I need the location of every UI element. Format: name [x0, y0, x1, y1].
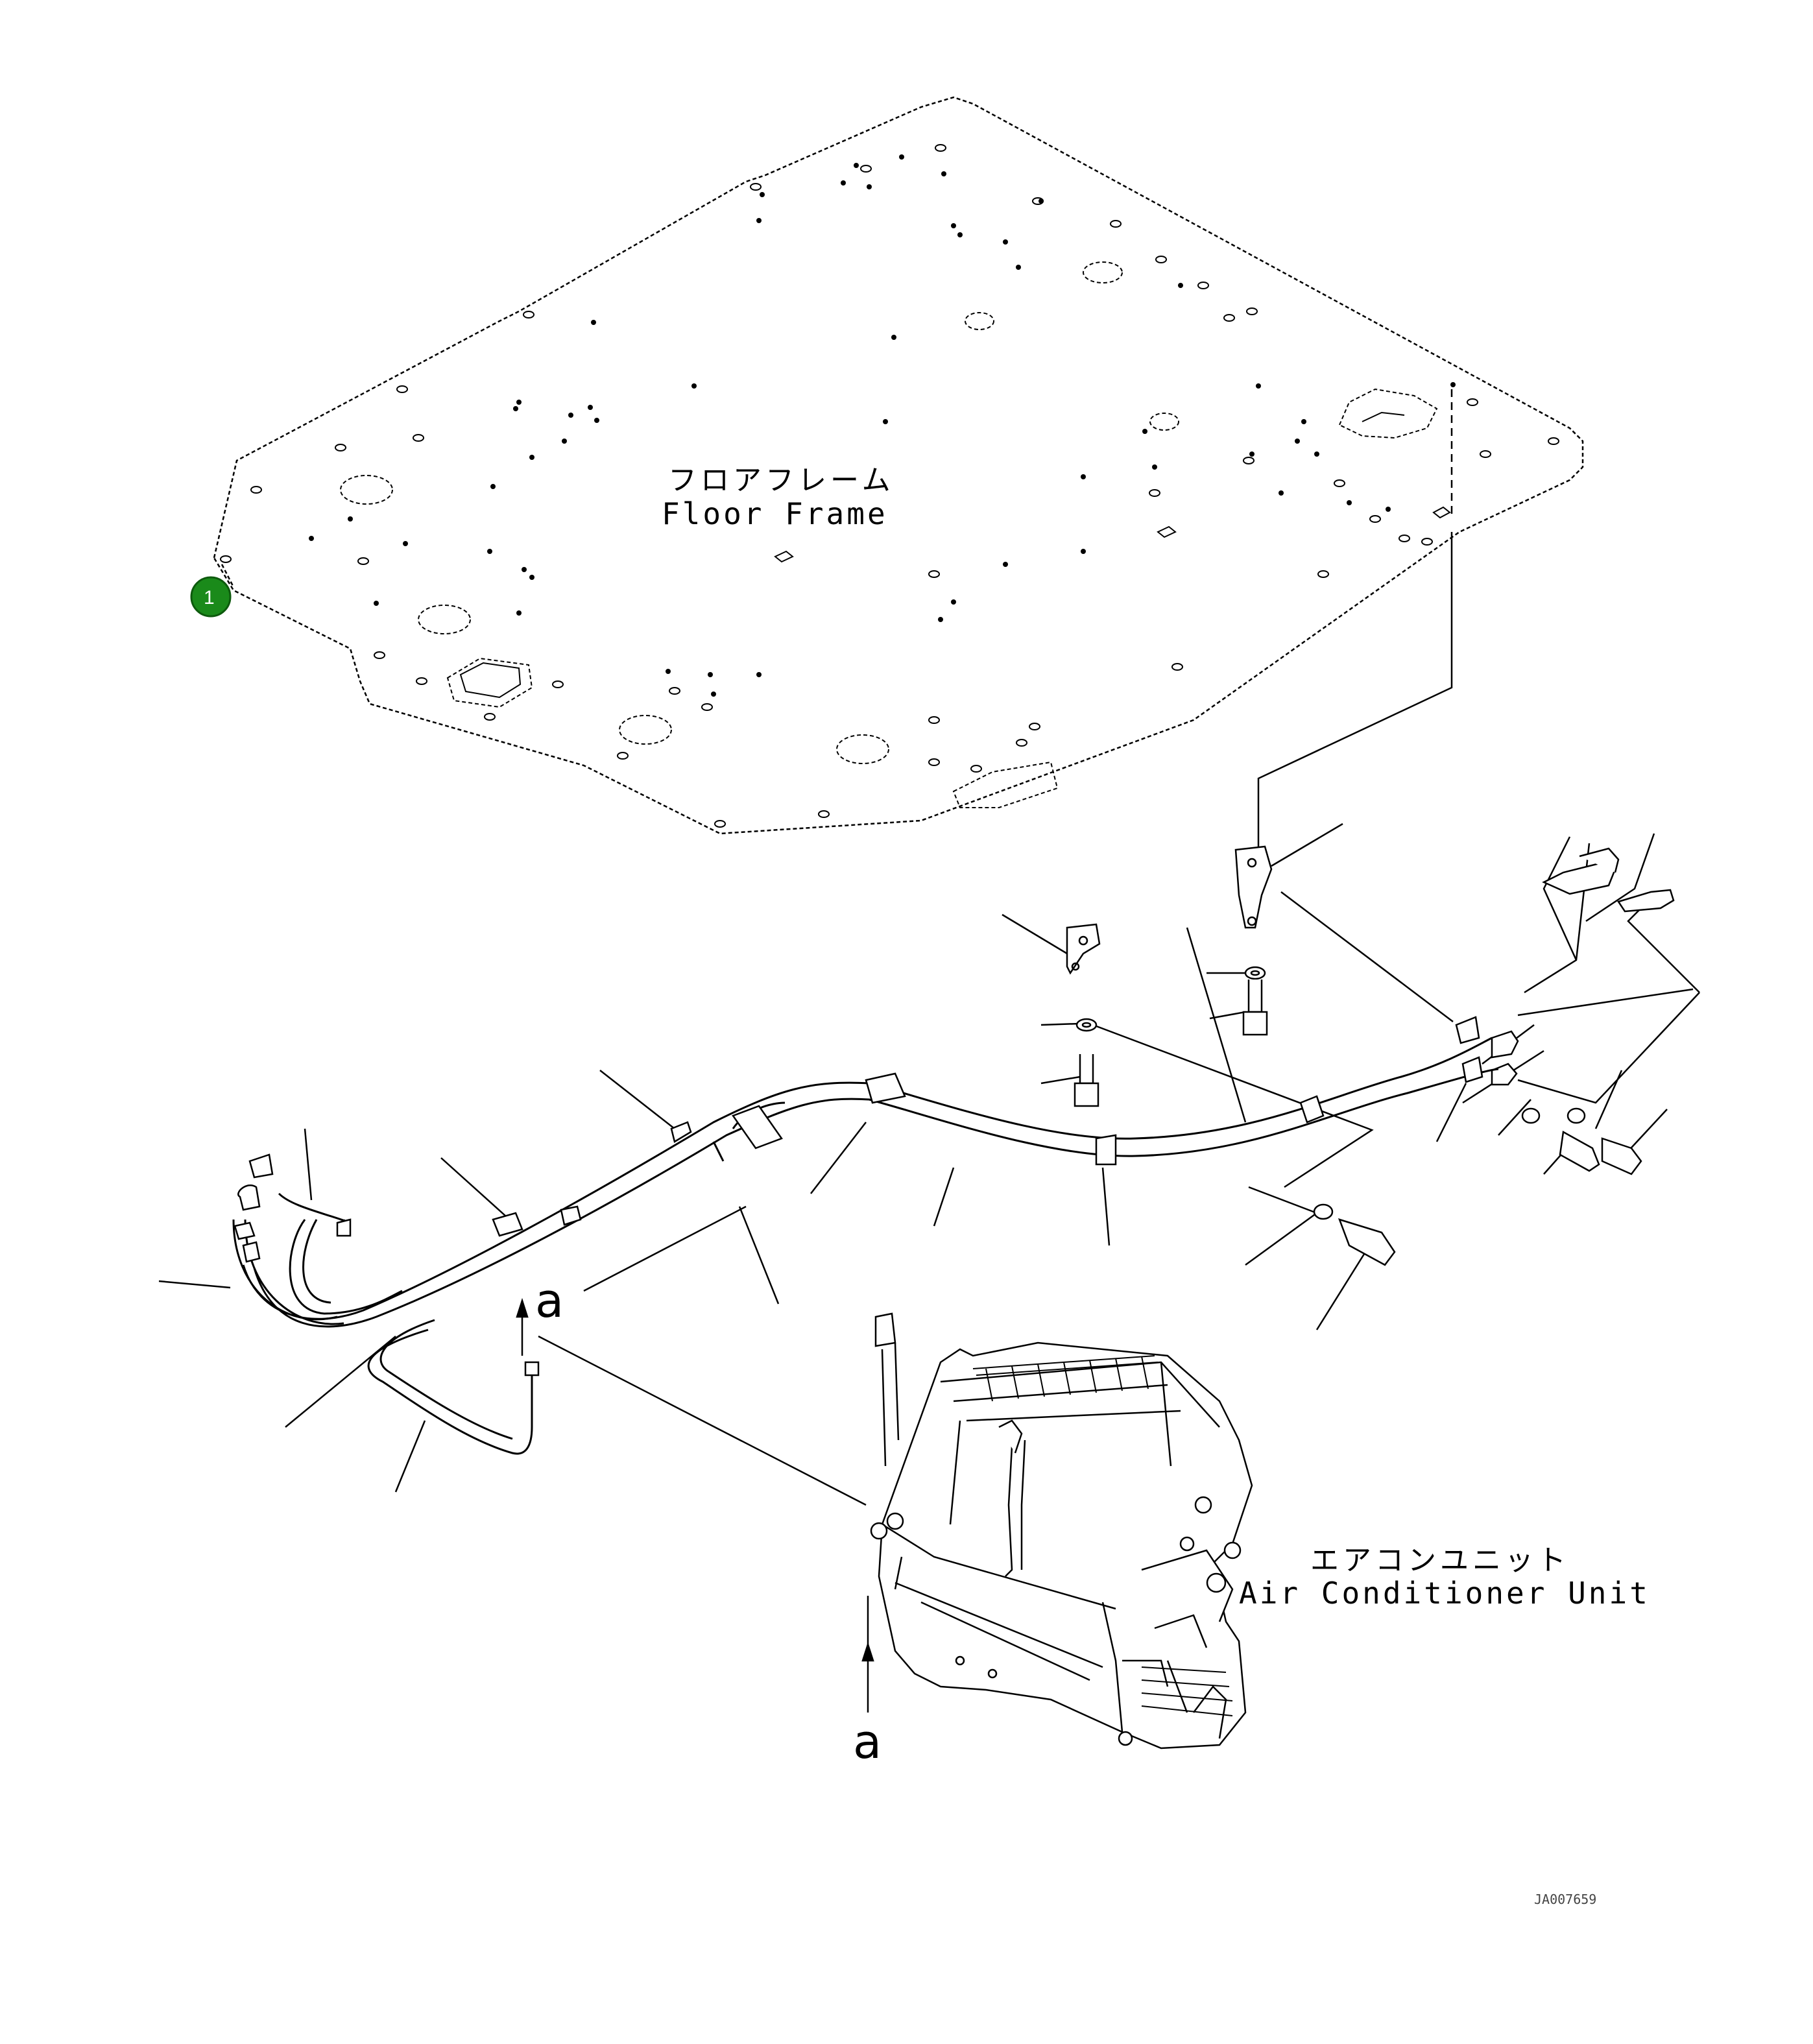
air-conditioner-unit: [870, 1312, 1253, 1749]
frame-cutouts: [340, 261, 1179, 764]
frame-holes: [220, 144, 1559, 828]
ac-unit-label-en: Air Conditioner Unit: [1239, 1576, 1650, 1611]
frame-dots: [309, 154, 1456, 697]
frame-slots: [774, 506, 1451, 563]
floor-frame: [213, 96, 1584, 835]
fasteners: [1074, 966, 1642, 1266]
callout-1-badge[interactable]: [190, 576, 232, 618]
ref-label-a-top: a: [535, 1273, 564, 1328]
floor-frame-label-en: Floor Frame: [662, 496, 888, 531]
callout-1-number: 1: [204, 587, 215, 608]
ac-unit-vents: [972, 1355, 1233, 1716]
callout-1[interactable]: 1: [190, 576, 232, 618]
leader-lines: [158, 389, 1700, 1506]
floor-frame-label-jp: フロアフレーム: [668, 464, 894, 497]
fittings: [1491, 847, 1675, 1086]
hoses: [232, 1037, 1499, 1455]
brackets: [1066, 845, 1273, 975]
hose-clamps: [234, 1016, 1483, 1377]
ref-arrows: [516, 1297, 874, 1713]
drawing-code: JA007659: [1534, 1892, 1596, 1907]
ac-unit-label-jp: エアコンユニット: [1310, 1544, 1570, 1577]
ref-label-a-bottom: a: [853, 1714, 882, 1769]
